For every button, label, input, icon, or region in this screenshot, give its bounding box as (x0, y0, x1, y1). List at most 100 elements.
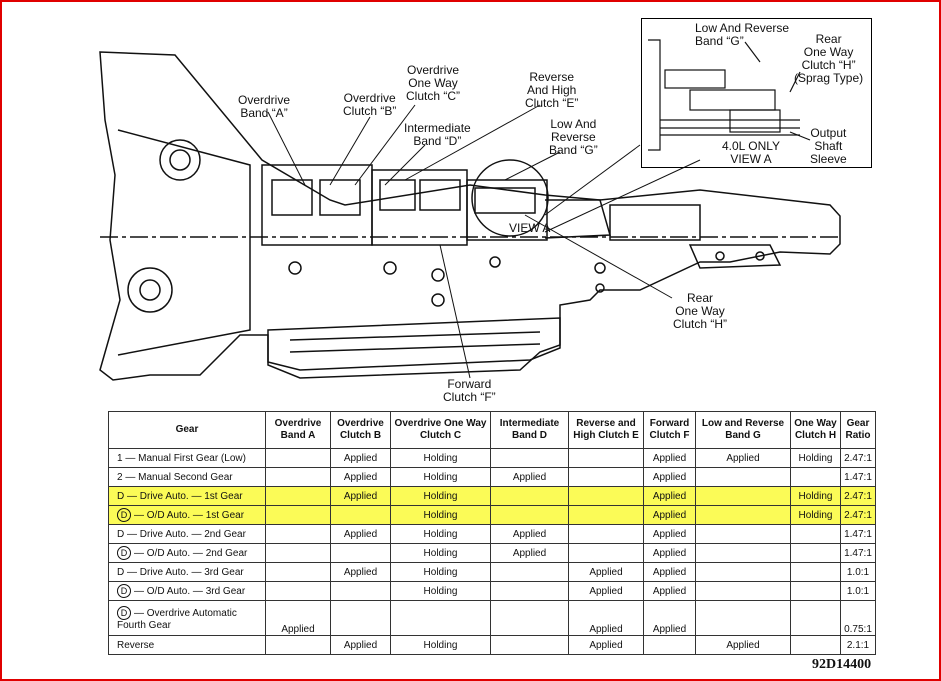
column-header-text: Gear (175, 424, 199, 435)
circled-d-symbol: D (117, 508, 131, 522)
gear-label: Reverse (117, 639, 155, 651)
status-cell: Applied (568, 581, 644, 601)
column-header-text: Clutch H (794, 430, 837, 441)
status-cell (490, 562, 569, 582)
gear-text: D— O/D Auto. — 3rd Gear (117, 584, 263, 598)
status-cell: 2.47:1 (840, 486, 876, 506)
status-cell (790, 635, 841, 655)
column-header-text: Forward (649, 418, 690, 429)
column-header-text: Low and Reverse (701, 418, 785, 429)
status-cell: Applied (330, 448, 391, 468)
status-cell: Applied (643, 448, 696, 468)
status-cell (490, 635, 569, 655)
label-view-a: VIEW A (509, 221, 551, 235)
status-cell (330, 505, 391, 525)
status-cell (265, 581, 331, 601)
status-cell (265, 505, 331, 525)
status-cell: Applied (643, 543, 696, 563)
gear-cell: D— O/D Auto. — 1st Gear (108, 505, 266, 525)
status-cell: Applied (490, 543, 569, 563)
status-cell: Holding (390, 467, 491, 487)
circled-d-symbol: D (117, 605, 131, 620)
status-cell (568, 524, 644, 544)
gear-text: Reverse (117, 640, 263, 651)
gear-text: 2 — Manual Second Gear (117, 472, 263, 483)
status-cell (490, 486, 569, 506)
status-cell (490, 600, 569, 636)
gear-label: — O/D Auto. — 2nd Gear (134, 548, 248, 559)
status-cell (265, 635, 331, 655)
column-header-text: Clutch F (649, 430, 690, 441)
status-cell: Applied (643, 486, 696, 506)
gear-text: D— O/D Auto. — 1st Gear (117, 508, 263, 522)
figure-code: 92D14400 (812, 657, 872, 672)
gear-cell: D— O/D Auto. — 2nd Gear (108, 543, 266, 563)
status-cell: 2.47:1 (840, 505, 876, 525)
status-cell: Applied (568, 562, 644, 582)
column-header-text: Band A (280, 430, 316, 441)
column-header-text: Band G (725, 430, 761, 441)
status-cell (390, 600, 491, 636)
status-cell: Applied (330, 635, 391, 655)
status-cell: 1.47:1 (840, 467, 876, 487)
status-cell: Applied (695, 448, 791, 468)
column-header-text: Ratio (845, 430, 871, 441)
status-cell (695, 581, 791, 601)
gear-text: D — Drive Auto. — 3rd Gear (117, 567, 263, 578)
column-header-text: Band D (512, 430, 547, 441)
circled-d-symbol: D (117, 584, 131, 598)
gear-cell: 1 — Manual First Gear (Low) (108, 448, 266, 468)
gear-label: — O/D Auto. — 1st Gear (134, 510, 245, 521)
status-cell: Applied (330, 524, 391, 544)
status-cell (265, 562, 331, 582)
gear-text: D — Drive Auto. — 1st Gear (117, 491, 263, 502)
status-cell: 1.47:1 (840, 543, 876, 563)
status-cell (568, 505, 644, 525)
status-cell: Holding (390, 486, 491, 506)
status-cell: Applied (643, 600, 696, 636)
status-cell: 2.47:1 (840, 448, 876, 468)
column-header-text: High Clutch E (573, 430, 639, 441)
status-cell (790, 543, 841, 563)
gear-text: D— Overdrive Automatic (117, 605, 263, 620)
gear-label: 2 — Manual Second Gear (117, 471, 233, 483)
gear-label: Fourth Gear (117, 619, 171, 631)
gear-label: — Overdrive Automatic (134, 607, 237, 619)
status-cell (265, 448, 331, 468)
status-cell (790, 581, 841, 601)
column-header-text: Overdrive (274, 418, 322, 429)
column-header-text: Overdrive (337, 418, 384, 429)
status-cell: Applied (643, 467, 696, 487)
status-cell: 2.1:1 (840, 635, 876, 655)
status-cell: Applied (643, 581, 696, 601)
status-cell: Applied (330, 486, 391, 506)
status-cell: Applied (643, 524, 696, 544)
status-cell: Holding (390, 448, 491, 468)
gear-text: D — Drive Auto. — 2nd Gear (117, 529, 263, 540)
status-cell: Applied (568, 635, 644, 655)
